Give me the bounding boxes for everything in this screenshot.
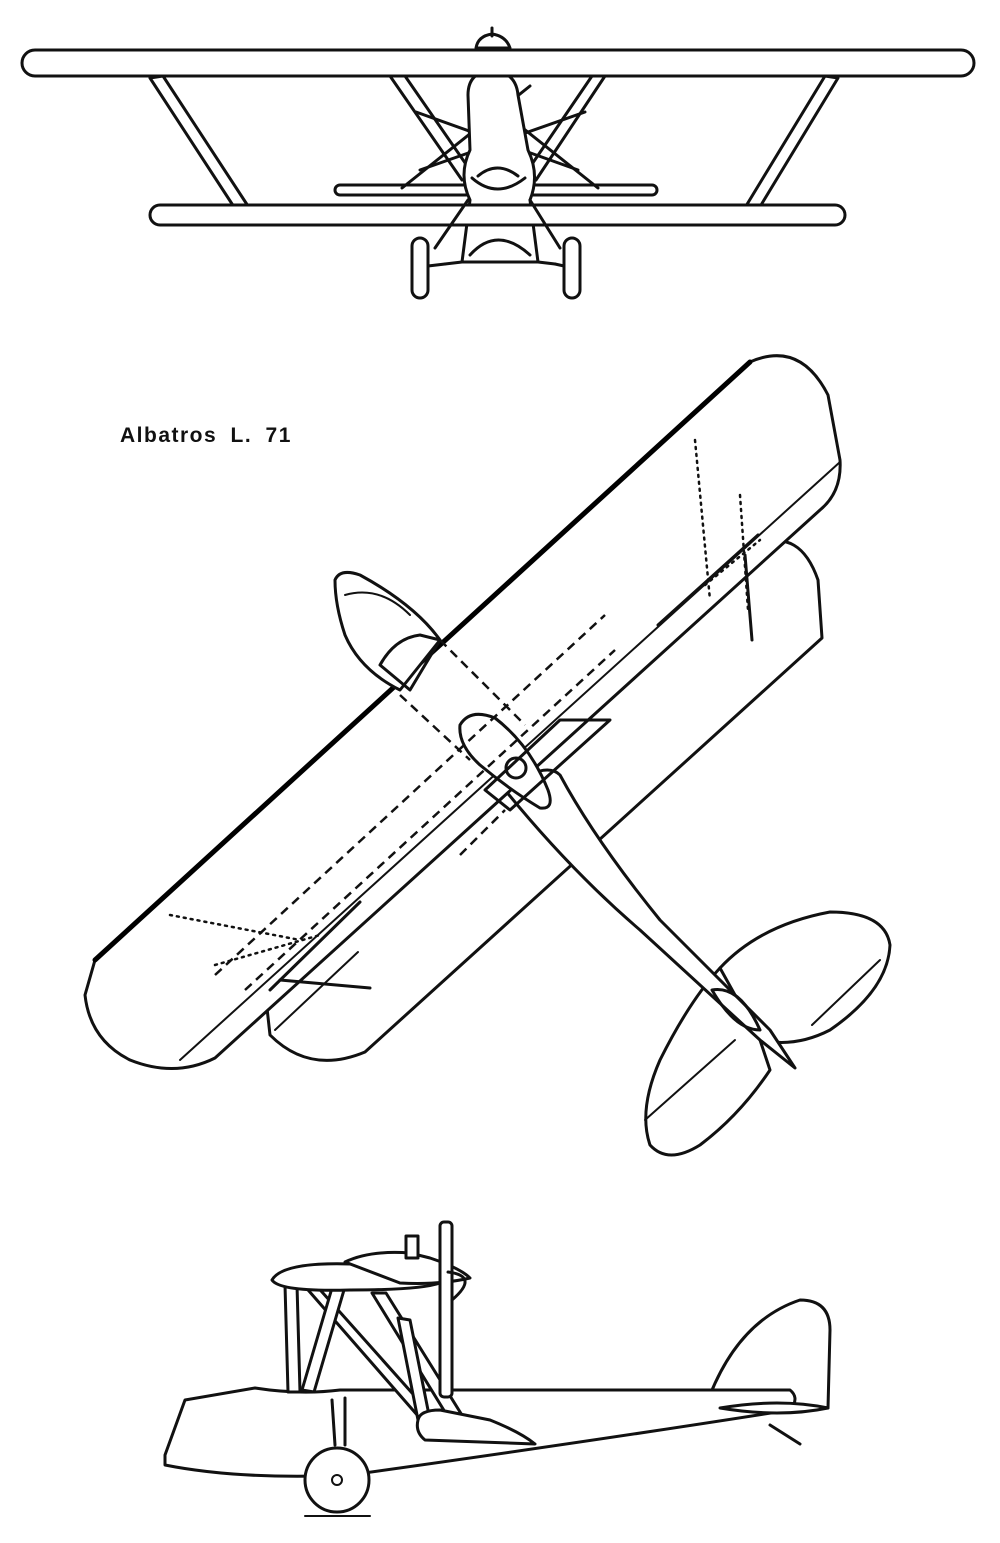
front-lower-wing — [148, 203, 847, 227]
top-view — [83, 354, 892, 1157]
side-lower-wing — [415, 1408, 537, 1446]
front-wheel-right — [562, 236, 582, 300]
top-tailplane — [644, 910, 892, 1157]
side-propeller — [438, 1220, 454, 1399]
front-fuselage — [460, 68, 540, 264]
aircraft-title: Albatros L. 71 — [120, 424, 292, 447]
top-struts — [268, 533, 760, 992]
top-hidden-structure — [168, 438, 762, 991]
front-propeller-hub — [474, 26, 512, 50]
side-view — [163, 1220, 832, 1517]
top-cockpit-ring — [504, 756, 528, 780]
top-fuselage — [503, 768, 797, 1070]
side-tailplane — [718, 1401, 830, 1446]
side-landing-gear — [303, 1396, 371, 1517]
front-upper-wing — [20, 48, 976, 78]
top-engine-nose — [333, 570, 442, 692]
side-wheel-hub — [331, 1474, 343, 1486]
front-landing-gear — [410, 198, 582, 300]
side-exhaust — [404, 1234, 420, 1260]
front-wheel-left — [410, 236, 430, 300]
side-fin — [708, 1298, 832, 1410]
side-engine — [343, 1220, 472, 1399]
front-view — [20, 26, 976, 300]
